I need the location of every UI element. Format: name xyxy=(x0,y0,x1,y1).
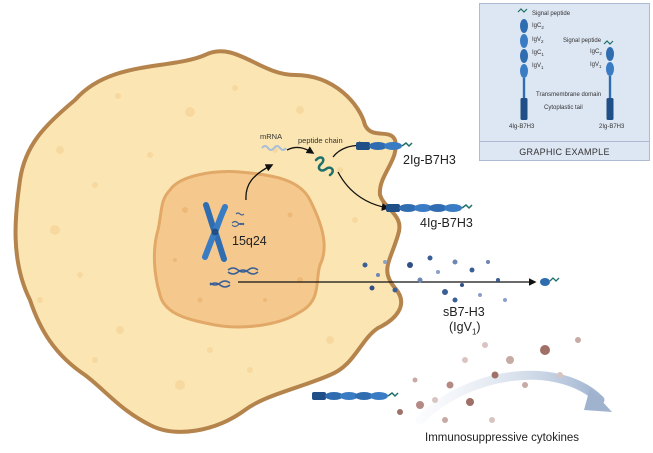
cytokines-label: Immunosuppressive cytokines xyxy=(425,432,580,444)
soluble-b7h3-label: sB7-H3 xyxy=(443,305,485,319)
cytokine-particles xyxy=(397,337,581,423)
legend-4ig-label: 4Ig-B7H3 xyxy=(509,124,535,130)
legend-igc2-left: IgC2 xyxy=(532,23,544,31)
chromosome-icon xyxy=(202,202,228,262)
legend-4ig-structure xyxy=(517,8,528,120)
locus-label: 15q24 xyxy=(232,234,267,248)
cytokine-arrowhead xyxy=(584,388,612,412)
peptide-chain-label: peptide chain xyxy=(298,136,343,145)
membrane-protein-bottom xyxy=(312,392,399,400)
isoform-2ig-label: 2Ig-B7H3 xyxy=(403,153,456,167)
soluble-b7h3-molecule-icon xyxy=(540,277,560,286)
legend-igc2-right: IgC2 xyxy=(590,49,602,57)
dna-fragment-icon xyxy=(231,212,245,228)
peptide-chain-icon xyxy=(314,156,334,177)
legend-igv1-left: IgV1 xyxy=(532,63,544,71)
transcription-arrow xyxy=(245,164,274,201)
dna-helix-icon xyxy=(209,267,259,288)
isoform-4ig-label: 4Ig-B7H3 xyxy=(420,216,473,230)
legend-cytoplastic-label: Cytoplastic tail xyxy=(544,105,583,111)
legend-transmembrane-label: Transmembrane domain xyxy=(536,92,602,98)
nucleus-speckles xyxy=(173,207,303,303)
mrna-label: mRNA xyxy=(260,132,283,141)
legend-2ig-structure xyxy=(603,40,614,120)
legend-igv1-right: IgV1 xyxy=(590,62,602,70)
graphic-example-legend xyxy=(479,3,650,161)
legend-title: GRAPHIC EXAMPLE xyxy=(479,141,650,161)
legend-signal-peptide-right: Signal peptide xyxy=(563,38,602,44)
legend-igc1-left: IgC1 xyxy=(532,50,544,58)
membrane-protein-4ig xyxy=(386,204,473,212)
arrow-to-4ig xyxy=(337,171,390,211)
nucleus xyxy=(152,170,326,329)
soluble-domain-label: (IgV1) xyxy=(449,320,481,337)
translation-arrow xyxy=(286,146,315,154)
membrane-protein-2ig xyxy=(356,142,413,150)
legend-signal-peptide-left: Signal peptide xyxy=(532,11,571,17)
soluble-b7h3-particles xyxy=(362,255,507,303)
cytokine-release-arrow xyxy=(415,370,605,425)
legend-igv2-left: IgV2 xyxy=(532,37,544,45)
mrna-strand-icon xyxy=(261,145,287,151)
cytoplasm-vesicles xyxy=(37,85,358,390)
legend-2ig-label: 2Ig-B7H3 xyxy=(599,124,625,130)
